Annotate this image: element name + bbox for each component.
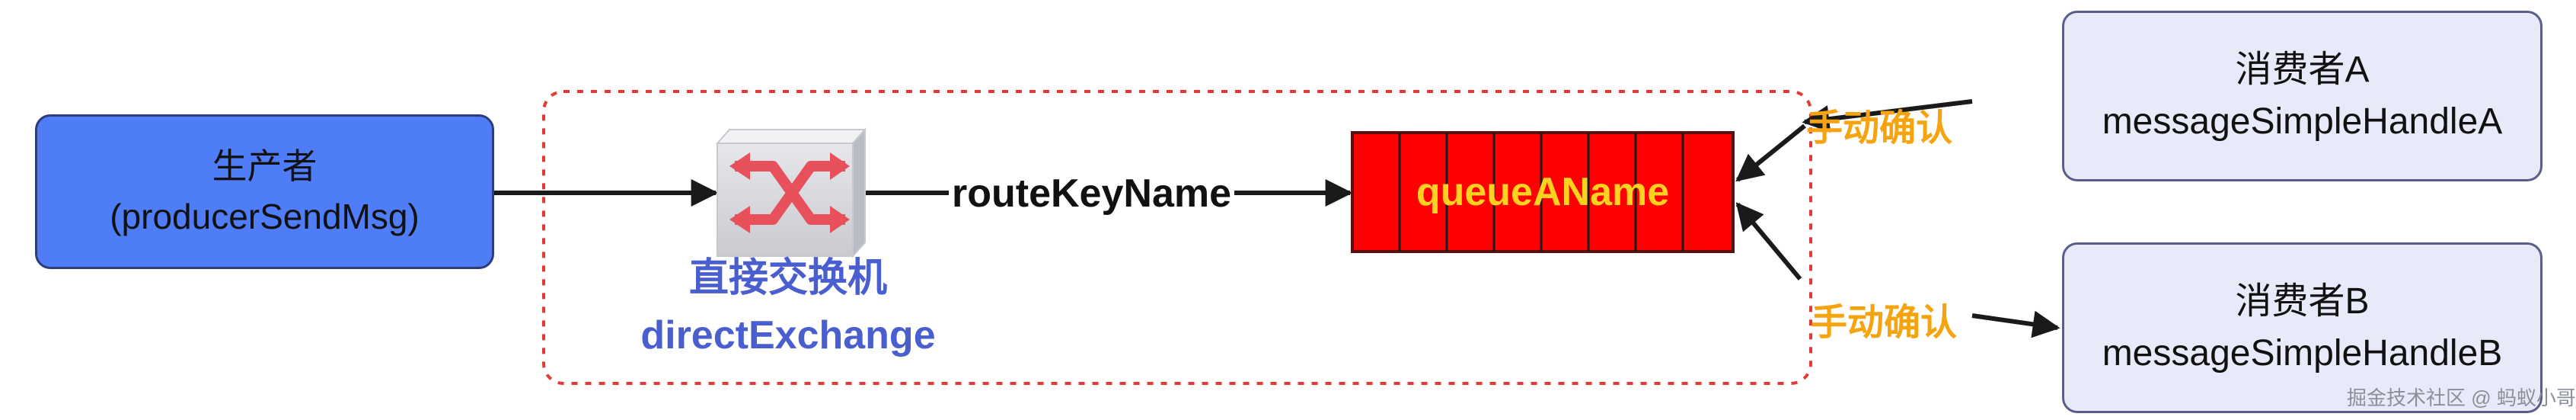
consumer-a-handler: messageSimpleHandleA [2102, 101, 2503, 142]
exchange-name: 直接交换机 [688, 256, 887, 300]
producer-node: 生产者 (producerSendMsg) [35, 114, 494, 269]
exchange-group-border [542, 90, 1812, 385]
routing-key-label: routeKeyName [949, 171, 1235, 216]
exchange-label: 直接交换机 directExchange [563, 250, 1013, 364]
watermark: 掘金技术社区 @ 蚂蚁小哥 [2347, 386, 2576, 409]
consumer-a-ack-arrow [1802, 99, 1973, 133]
exchange-id: directExchange [640, 313, 936, 357]
queue-name: queueAName [1416, 170, 1670, 214]
switch-arrows-icon [715, 127, 867, 258]
queue-to-consumer-b-ack-arrow-a [1735, 202, 1802, 281]
consumer-a-ack-arrow-to-queue [1735, 123, 1806, 182]
consumer-b-node: 消费者B messageSimpleHandleB [2062, 242, 2542, 413]
producer-name: 生产者 [212, 146, 318, 187]
queue-box [1351, 131, 1735, 253]
consumer-b-ack-arrow-to-consumer [1971, 310, 2060, 338]
consumer-b-handler: messageSimpleHandleB [2102, 333, 2503, 374]
consumer-a-node: 消费者A messageSimpleHandleA [2062, 11, 2542, 181]
consumer-a-name: 消费者A [2235, 49, 2370, 90]
consumer-b-ack-label: 手动确认 [1811, 303, 1958, 343]
producer-method: (producerSendMsg) [110, 196, 420, 236]
consumer-a-ack-label: 手动确认 [1806, 108, 1953, 149]
consumer-b-name: 消费者B [2235, 281, 2370, 322]
